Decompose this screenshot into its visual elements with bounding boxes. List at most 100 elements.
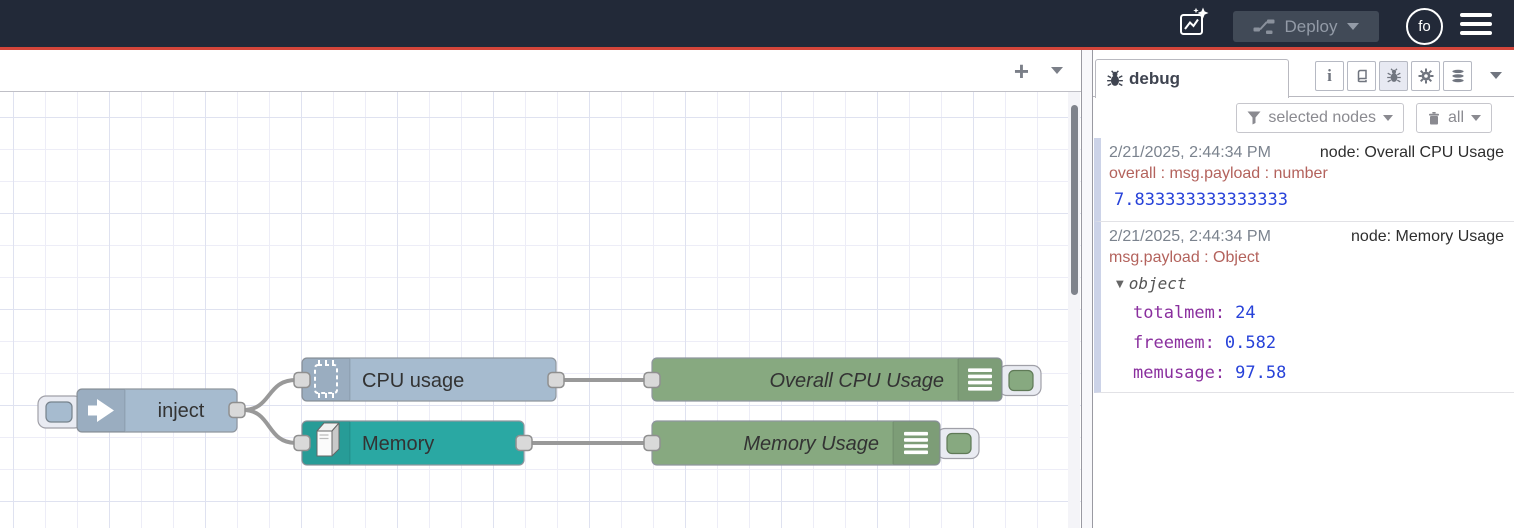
- deploy-caret-icon[interactable]: [1347, 23, 1360, 30]
- debug-tab-button[interactable]: [1379, 61, 1408, 91]
- property-key: memusage:: [1133, 363, 1226, 383]
- cpu-output-port[interactable]: [547, 371, 565, 389]
- bug-icon: [1107, 70, 1123, 87]
- workspace: + inject: [0, 50, 1082, 528]
- object-type-label: object: [1128, 274, 1187, 293]
- memusage-node-label: Memory Usage: [743, 433, 879, 455]
- debug-console-icon: [904, 431, 928, 455]
- sparkle-star-icon: [1197, 7, 1209, 19]
- filter-caret-icon: [1382, 114, 1393, 121]
- flow-list-caret-icon[interactable]: [1051, 67, 1063, 74]
- debug-tab-label: debug: [1129, 69, 1180, 88]
- message-meta: 2/21/2025, 2:44:34 PM node: Overall CPU …: [1109, 144, 1504, 162]
- filter-nodes-button[interactable]: selected nodes: [1236, 102, 1404, 133]
- cpu-usage-node[interactable]: CPU usage: [301, 357, 557, 402]
- config-tab-button[interactable]: [1411, 61, 1440, 91]
- deploy-button[interactable]: Deploy: [1233, 11, 1379, 42]
- funnel-icon: [1247, 111, 1261, 124]
- inject-output-port[interactable]: [228, 401, 246, 419]
- object-expander-row: ▼ object: [1116, 274, 1504, 293]
- overall-node-label: Overall CPU Usage: [769, 370, 944, 392]
- overall-icon-shade: [958, 358, 1002, 401]
- wire-inject-memory[interactable]: [241, 408, 298, 445]
- book-icon: [1357, 69, 1367, 83]
- message-payload-value: 7.833333333333333: [1114, 190, 1288, 210]
- cpu-node-label: CPU usage: [362, 370, 464, 392]
- flow-canvas[interactable]: inject CPU usage: [0, 92, 1081, 528]
- memory-output-port[interactable]: [515, 434, 533, 452]
- message-meta: 2/21/2025, 2:44:34 PM node: Memory Usage: [1109, 228, 1504, 246]
- object-property: memusage: 97.58: [1133, 363, 1504, 383]
- node-ports: [228, 371, 661, 452]
- filter-nodes-label: selected nodes: [1268, 108, 1376, 126]
- cpu-input-port[interactable]: [293, 371, 311, 389]
- inject-node-label: inject: [158, 400, 205, 422]
- hamburger-menu-icon[interactable]: [1460, 13, 1492, 35]
- user-initials: fo: [1418, 18, 1431, 35]
- object-property: freemem: 0.582: [1133, 333, 1504, 353]
- message-timestamp: 2/21/2025, 2:44:34 PM: [1109, 144, 1271, 161]
- flow-sparkle-icon[interactable]: [1176, 6, 1210, 40]
- workspace-tabbar: +: [0, 50, 1081, 92]
- debug-message[interactable]: 2/21/2025, 2:44:34 PM node: Memory Usage…: [1094, 222, 1514, 393]
- canvas-vscrollbar-thumb[interactable]: [1071, 105, 1078, 295]
- user-avatar[interactable]: fo: [1406, 8, 1443, 45]
- property-key: freemem:: [1133, 333, 1215, 353]
- bug-icon: [1386, 68, 1401, 83]
- memory-usage-debug-node[interactable]: Memory Usage: [651, 420, 980, 466]
- trash-icon: [1428, 111, 1439, 124]
- memory-input-port[interactable]: [293, 434, 311, 452]
- expand-caret-icon[interactable]: ▼: [1116, 279, 1124, 290]
- inject-button-inner: [45, 401, 73, 423]
- info-icon: i: [1327, 66, 1332, 85]
- sidebar-tabbar: debug i: [1093, 50, 1514, 98]
- cpu-chip-icon: [314, 360, 338, 398]
- add-flow-button[interactable]: +: [1013, 55, 1029, 86]
- message-source-node: node: Memory Usage: [1351, 228, 1504, 245]
- property-key: totalmem:: [1133, 303, 1226, 323]
- memusage-input-port[interactable]: [643, 434, 661, 452]
- sidebar-separator[interactable]: [1082, 50, 1092, 528]
- small-sparkle-icon: [1193, 7, 1199, 14]
- message-timestamp: 2/21/2025, 2:44:34 PM: [1109, 228, 1271, 245]
- app-header: Deploy fo: [0, 0, 1514, 47]
- message-payload-path: msg.payload : Object: [1109, 249, 1260, 266]
- info-tab-button[interactable]: i: [1315, 61, 1344, 91]
- clear-messages-button[interactable]: all: [1415, 102, 1492, 133]
- inject-arrow-icon: [88, 399, 114, 422]
- canvas-vscrollbar-track[interactable]: [1068, 92, 1080, 528]
- header-accent-line: [0, 47, 1514, 50]
- overall-debug-toggle-inner: [1008, 369, 1034, 392]
- object-property: totalmem: 24: [1133, 303, 1504, 323]
- clear-caret-icon: [1471, 114, 1481, 121]
- debug-console-icon: [968, 368, 992, 391]
- debug-message[interactable]: 2/21/2025, 2:44:34 PM node: Overall CPU …: [1094, 138, 1514, 222]
- storage-icon: [1450, 68, 1465, 84]
- memory-node[interactable]: Memory: [301, 420, 525, 466]
- sidebar-tab-buttons: i: [1315, 61, 1472, 91]
- message-source-node: node: Overall CPU Usage: [1319, 144, 1504, 161]
- sidebar: debug i: [1092, 50, 1514, 528]
- memusage-debug-toggle-inner: [946, 432, 972, 455]
- clear-messages-label: all: [1447, 108, 1464, 126]
- tab-debug[interactable]: debug: [1095, 59, 1289, 98]
- debug-message-list: 2/21/2025, 2:44:34 PM node: Overall CPU …: [1093, 138, 1514, 393]
- computer-tower-icon: [316, 422, 340, 457]
- property-value: 97.58: [1235, 363, 1287, 383]
- inject-node[interactable]: inject: [37, 388, 238, 433]
- wire-inject-cpu[interactable]: [241, 378, 298, 412]
- gear-icon: [1418, 68, 1433, 84]
- context-data-tab-button[interactable]: [1443, 61, 1472, 91]
- debug-toolbar: selected nodes all: [1093, 97, 1514, 138]
- message-payload-path: overall : msg.payload : number: [1109, 165, 1328, 182]
- deploy-icon: [1253, 19, 1275, 34]
- overall-cpu-debug-node[interactable]: Overall CPU Usage: [651, 357, 1042, 402]
- overall-input-port[interactable]: [643, 371, 661, 389]
- memory-node-label: Memory: [362, 433, 434, 455]
- deploy-label: Deploy: [1284, 16, 1338, 36]
- property-value: 24: [1235, 303, 1256, 323]
- property-value: 0.582: [1224, 333, 1277, 353]
- sidebar-menu-caret-icon[interactable]: [1490, 72, 1502, 79]
- help-tab-button[interactable]: [1347, 61, 1376, 91]
